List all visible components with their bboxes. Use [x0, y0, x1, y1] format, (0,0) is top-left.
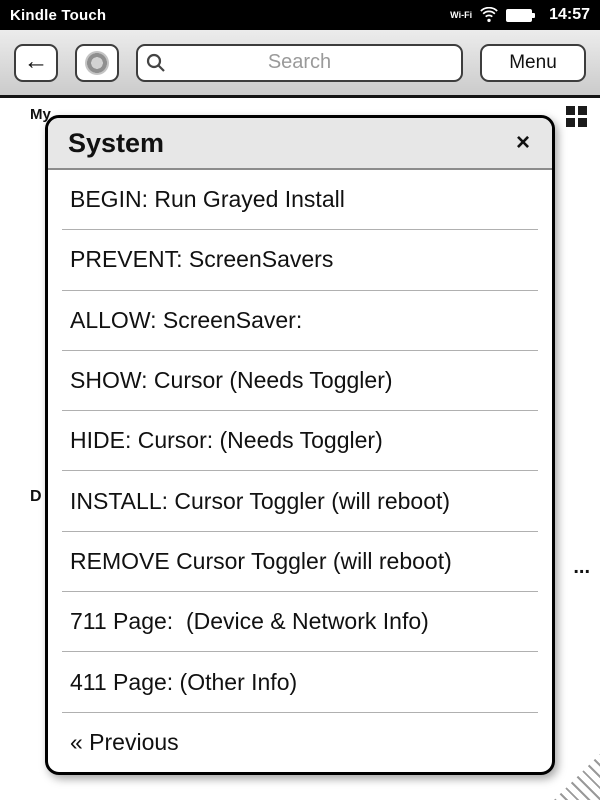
- search-input[interactable]: [136, 43, 463, 82]
- menu-item-711-page[interactable]: 711 Page: (Device & Network Info): [62, 592, 538, 653]
- menu-item-allow-screensaver[interactable]: ALLOW: ScreenSaver:: [62, 291, 538, 351]
- close-icon[interactable]: ×: [515, 129, 530, 156]
- toolbar: ← Menu: [0, 30, 600, 98]
- menu-item-show-cursor[interactable]: SHOW: Cursor (Needs Toggler): [62, 351, 538, 412]
- menu-button-label: Menu: [509, 51, 557, 73]
- grid-view-icon[interactable]: [566, 106, 587, 127]
- background-page-title: My: [30, 106, 51, 123]
- wifi-icon: [479, 7, 499, 23]
- menu-item-install-cursor-toggler[interactable]: INSTALL: Cursor Toggler (will reboot): [62, 471, 538, 532]
- battery-icon: [506, 8, 536, 22]
- background-partial-text-left: D: [30, 488, 42, 505]
- menu-item-prevent-screensavers[interactable]: PREVENT: ScreenSavers: [62, 230, 538, 291]
- system-dialog: System × BEGIN: Run Grayed Install PREVE…: [45, 115, 555, 775]
- dialog-title: System: [68, 127, 165, 158]
- home-icon: [85, 50, 109, 75]
- device-name: Kindle Touch: [10, 6, 107, 24]
- clock: 14:57: [549, 6, 590, 23]
- wifi-label: Wi-Fi: [450, 10, 473, 20]
- search-box: [136, 43, 463, 82]
- status-right-cluster: Wi-Fi 14:57: [450, 6, 590, 24]
- menu-item-411-page[interactable]: 411 Page: (Other Info): [62, 652, 538, 713]
- menu-button[interactable]: Menu: [480, 43, 586, 82]
- menu-item-previous[interactable]: « Previous: [70, 728, 179, 755]
- dialog-header: System ×: [48, 118, 552, 170]
- back-arrow-icon: ←: [23, 47, 49, 75]
- menu-item-hide-cursor[interactable]: HIDE: Cursor: (Needs Toggler): [62, 411, 538, 472]
- home-button[interactable]: [75, 43, 119, 82]
- menu-item-begin-run-grayed-install[interactable]: BEGIN: Run Grayed Install: [62, 170, 538, 231]
- menu-item-remove-cursor-toggler[interactable]: REMOVE Cursor Toggler (will reboot): [62, 532, 538, 593]
- dialog-menu-list: BEGIN: Run Grayed Install PREVENT: Scree…: [48, 170, 552, 772]
- status-bar: Kindle Touch Wi-Fi 14:57: [0, 0, 600, 30]
- back-button[interactable]: ←: [14, 43, 58, 82]
- page-curl-decoration: [554, 754, 600, 800]
- background-partial-text-right: ...: [573, 556, 590, 578]
